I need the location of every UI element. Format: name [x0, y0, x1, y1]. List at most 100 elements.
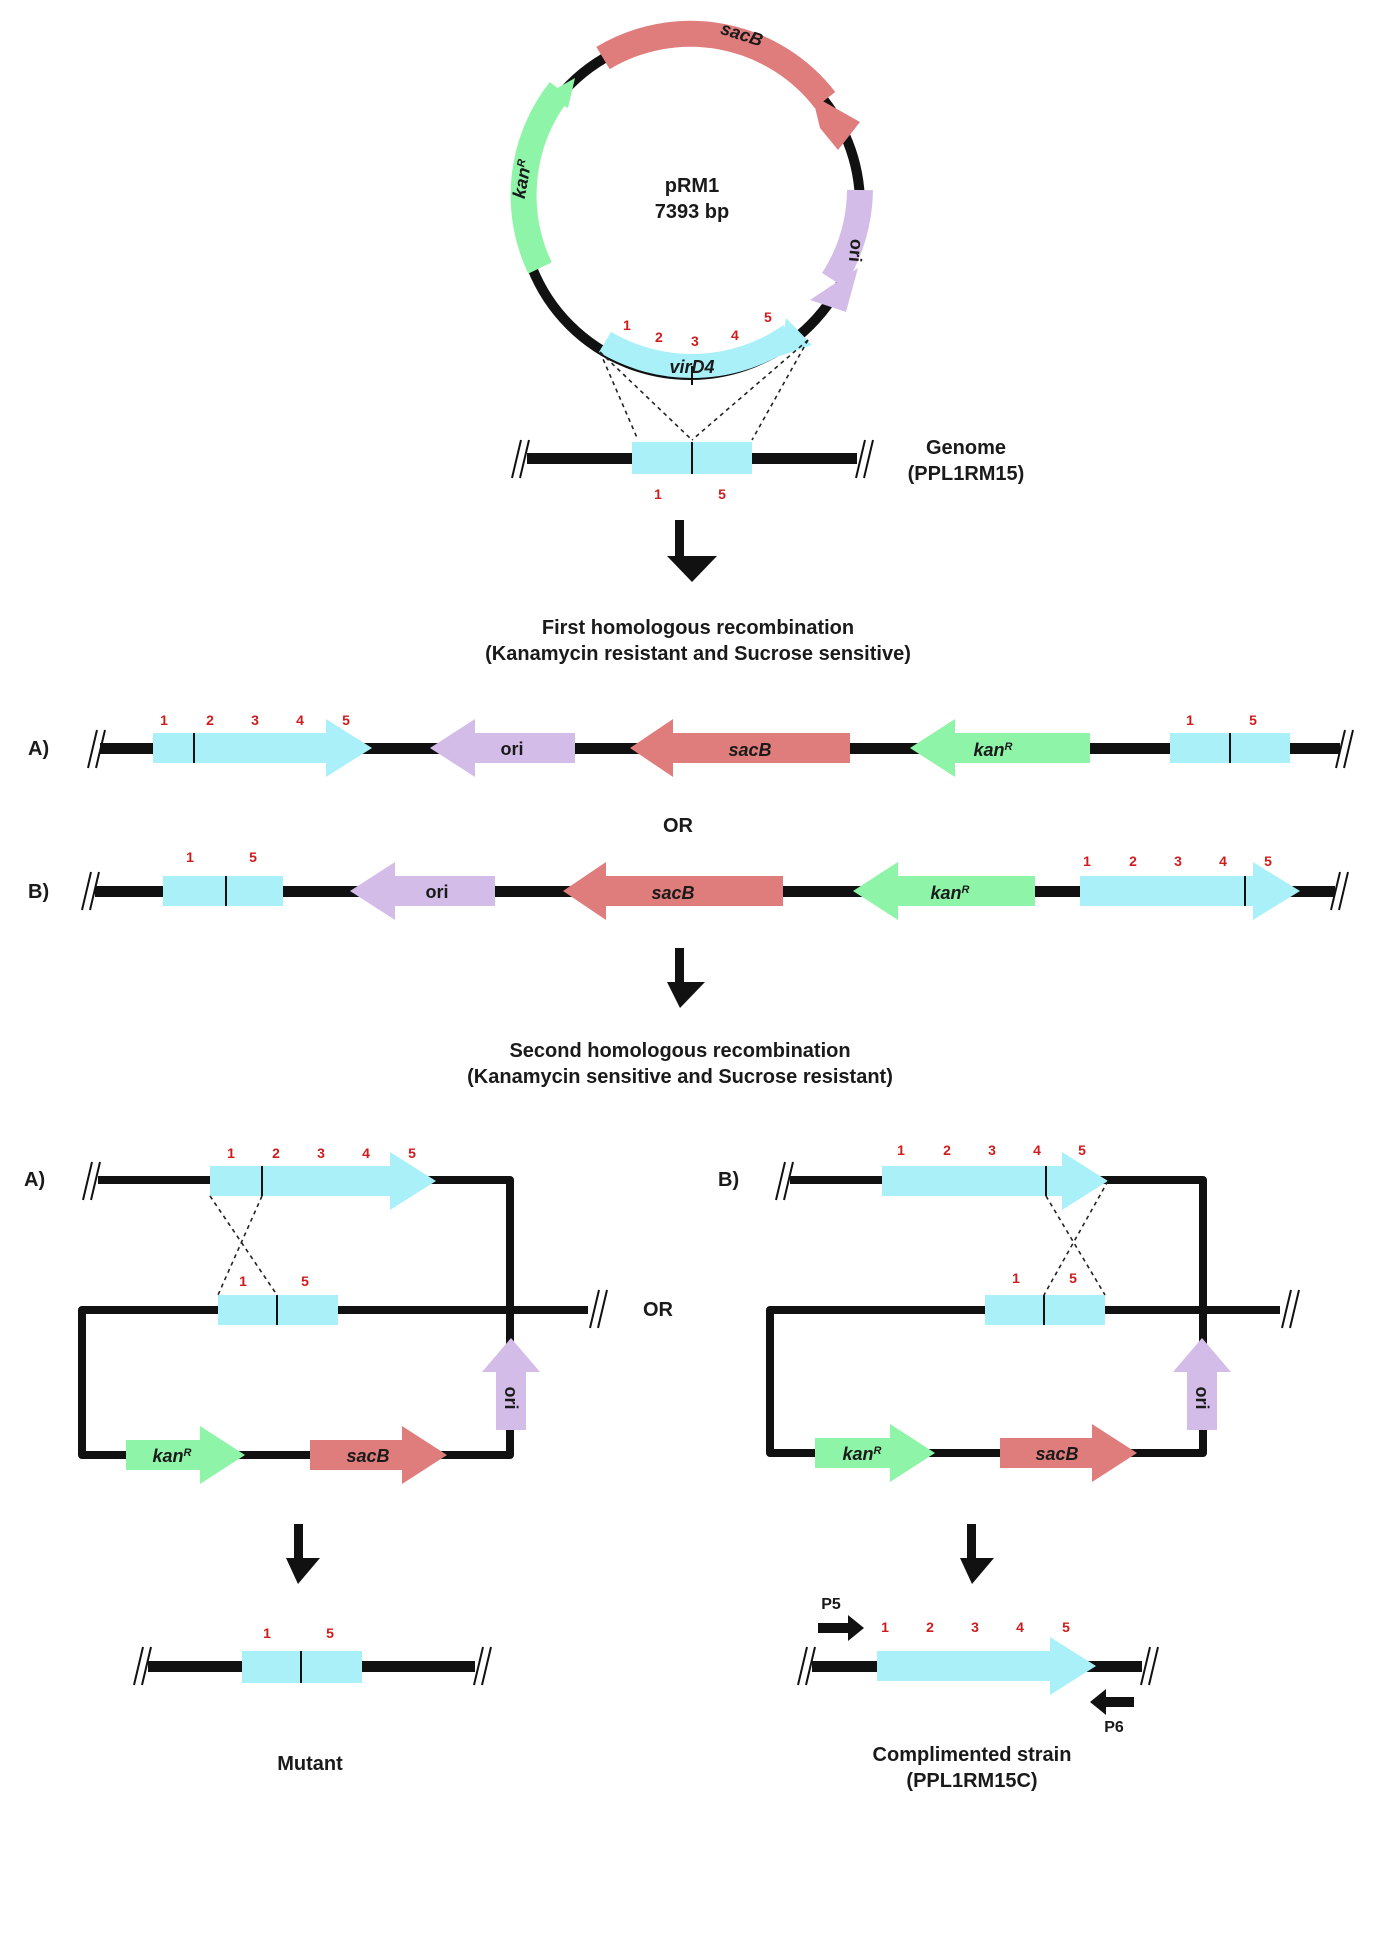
panel-b-kanr-label: kanR: [843, 1444, 882, 1464]
panel-a-ori: [482, 1338, 540, 1430]
plasmid-ori-arc: [821, 189, 873, 288]
panel-b-kanr: [815, 1424, 935, 1482]
step2-subtitle: (Kanamycin sensitive and Sucrose resista…: [467, 1066, 893, 1088]
construct-a-del-pos-1: 1: [1186, 712, 1194, 728]
panel-a-kanr-label: kanR: [153, 1446, 192, 1466]
plasmid-name: pRM1: [665, 175, 719, 197]
panel-a-del-pos-5: 5: [301, 1273, 309, 1289]
panel-b-full-pos-1: 1: [897, 1142, 905, 1158]
mutant-break-left: [133, 1646, 152, 1686]
complemented-break-left: [797, 1646, 816, 1686]
panel-b-break-right: [1281, 1289, 1300, 1329]
plasmid-kanr-arrowhead: [545, 78, 575, 108]
plasmid-pos-1: 1: [623, 317, 631, 333]
complemented-label: Complimented strain: [873, 1744, 1072, 1766]
primer-p5-arrow: [818, 1615, 864, 1641]
construct-b-kanr: [853, 862, 1035, 920]
construct-a-kanr-label: kanR: [974, 740, 1013, 760]
plasmid-vird4-label: virD4: [669, 357, 714, 377]
mutant-label: Mutant: [277, 1753, 343, 1775]
construct-b-kanr-label: kanR: [931, 883, 970, 903]
panel-a-crossover-lines: [209, 1195, 278, 1296]
panel-b-break-top: [775, 1161, 794, 1201]
genome-pos-5: 5: [718, 486, 726, 502]
construct-a-sacb-label: sacB: [728, 740, 771, 760]
complemented-pos-4: 4: [1016, 1619, 1024, 1635]
mutant-pos-1: 1: [263, 1625, 271, 1641]
construct-b-sacb: [563, 862, 783, 920]
construct-b-vird4-deleted: [163, 876, 283, 906]
panel-a-full-pos-2: 2: [272, 1145, 280, 1161]
construct-a-ori-label: ori: [500, 739, 523, 759]
plasmid-pos-5: 5: [764, 309, 772, 325]
complemented-vird4-full: [877, 1637, 1096, 1695]
genome-break-left: [511, 439, 530, 479]
construct-a: A) ori sacB kanR 1 2 3 4 5 1 5: [28, 712, 1354, 777]
panel-b-full-pos-2: 2: [943, 1142, 951, 1158]
panel-b-crossover-lines: [1043, 1180, 1109, 1296]
construct-b-vird4-full: [1080, 862, 1300, 920]
panel-b-sacb: [1000, 1424, 1137, 1482]
complemented-pos-1: 1: [881, 1619, 889, 1635]
construct-b-del-pos-1: 1: [186, 849, 194, 865]
genome-strain-label: (PPL1RM15): [908, 463, 1025, 485]
plasmid-sacb-arrowhead: [812, 95, 860, 150]
panel-a-sacb-label: sacB: [346, 1446, 389, 1466]
construct-b-break-left: [81, 871, 100, 911]
step-arrow-mutant: [286, 1524, 320, 1584]
construct-a-break-left: [87, 729, 106, 769]
or-middle: OR: [663, 815, 694, 837]
construct-a-full-pos-5: 5: [342, 712, 350, 728]
panel-a-label: A): [24, 1169, 45, 1191]
construct-b-full-pos-4: 4: [1219, 853, 1227, 869]
construct-a-label: A): [28, 738, 49, 760]
construct-b-ori-label: ori: [425, 882, 448, 902]
complemented-pos-3: 3: [971, 1619, 979, 1635]
panel-a-break-top: [82, 1161, 101, 1201]
panel-b-del-pos-1: 1: [1012, 1270, 1020, 1286]
genome-pos-1: 1: [654, 486, 662, 502]
genome-label: Genome: [926, 437, 1006, 459]
plasmid-pos-2: 2: [655, 329, 663, 345]
or-bottom: OR: [643, 1299, 674, 1321]
panel-a: A) ori kanR sacB 1 2 3 4 5 1 5: [24, 1145, 608, 1484]
step-arrow-1: [667, 520, 717, 582]
panel-b-del-pos-5: 5: [1069, 1270, 1077, 1286]
panel-a-ori-label: ori: [501, 1386, 521, 1409]
construct-a-break-right: [1335, 729, 1354, 769]
complemented-strain-label: (PPL1RM15C): [906, 1770, 1037, 1792]
panel-b-ori: [1173, 1338, 1231, 1430]
primer-p6-arrow: [1090, 1689, 1134, 1715]
plasmid-pos-3: 3: [691, 333, 699, 349]
construct-b: B) ori sacB kanR 1 5 1 2 3 4 5: [28, 849, 1349, 920]
panel-a-loop-backbone: [78, 1176, 588, 1459]
construct-b-sacb-label: sacB: [651, 883, 694, 903]
panel-b-sacb-label: sacB: [1035, 1444, 1078, 1464]
mutant-pos-5: 5: [326, 1625, 334, 1641]
construct-a-full-pos-3: 3: [251, 712, 259, 728]
step2-title: Second homologous recombination: [509, 1040, 850, 1062]
step-arrow-2: [667, 948, 705, 1008]
construct-a-full-pos-2: 2: [206, 712, 214, 728]
primer-p6-label: P6: [1104, 1719, 1124, 1736]
panel-a-break-right: [589, 1289, 608, 1329]
panel-b-full-pos-5: 5: [1078, 1142, 1086, 1158]
construct-b-label: B): [28, 881, 49, 903]
construct-a-del-pos-5: 5: [1249, 712, 1257, 728]
construct-b-full-pos-5: 5: [1264, 853, 1272, 869]
panel-b-label: B): [718, 1169, 739, 1191]
panel-a-sacb: [310, 1426, 447, 1484]
construct-b-ori: [350, 862, 495, 920]
plasmid-kanr-arc: [510, 81, 571, 274]
construct-a-full-pos-4: 4: [296, 712, 304, 728]
panel-b-vird4-full: [882, 1152, 1108, 1210]
panel-a-vird4-full: [210, 1152, 436, 1210]
panel-a-full-pos-5: 5: [408, 1145, 416, 1161]
complemented-locus: 1 2 3 4 5 P5 P6 Complimented strain (PPL…: [797, 1596, 1159, 1792]
panel-b-full-pos-3: 3: [988, 1142, 996, 1158]
construct-b-full-pos-2: 2: [1129, 853, 1137, 869]
plasmid-ori-arrowhead: [810, 268, 858, 312]
panel-b: B) ori kanR sacB 1 2 3 4 5 1 5: [718, 1142, 1300, 1482]
panel-a-full-pos-1: 1: [227, 1145, 235, 1161]
